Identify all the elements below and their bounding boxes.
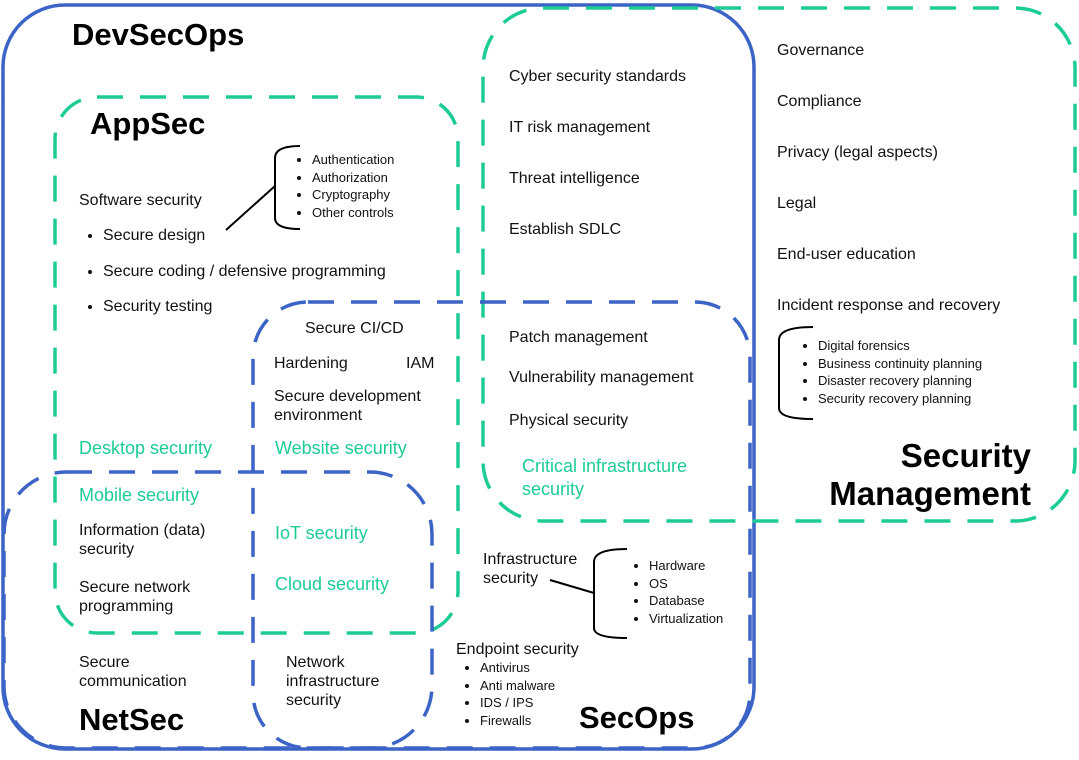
list-item: Secure coding / defensive programming: [103, 254, 386, 290]
list-item: Other controls: [312, 204, 394, 222]
secmgmt-item: Privacy (legal aspects): [777, 144, 938, 161]
desktop-security: Desktop security: [79, 438, 213, 458]
controls-connector: [225, 185, 276, 231]
endpoint-security: Endpoint security: [456, 641, 579, 658]
list-item: Disaster recovery planning: [818, 372, 982, 390]
incident-bracket: [778, 326, 814, 420]
controls-list: Authentication Authorization Cryptograph…: [291, 151, 394, 222]
information-security-line2: security: [79, 541, 135, 558]
secops-item: Establish SDLC: [509, 221, 622, 238]
iot-security: IoT security: [275, 523, 368, 543]
mobile-security: Mobile security: [79, 485, 200, 505]
secmgmt-item: Compliance: [777, 93, 862, 110]
iam: IAM: [406, 355, 435, 372]
list-item: Authentication: [312, 151, 394, 169]
list-item: Security testing: [103, 289, 386, 325]
appsec-title: AppSec: [90, 106, 206, 141]
controls-bracket: [274, 145, 301, 230]
secops-item: Cyber security standards: [509, 68, 686, 85]
secops-item: Vulnerability management: [509, 369, 694, 386]
list-item: Antivirus: [480, 659, 555, 677]
cloud-security: Cloud security: [275, 574, 390, 594]
secops-overlap-boundary: [251, 300, 752, 750]
net-infra-line3: security: [286, 692, 342, 709]
secure-comm-line1: Secure: [79, 654, 130, 671]
dev-env-line1: Secure development: [274, 388, 421, 405]
list-item: Anti malware: [480, 677, 555, 695]
secmgmt-title-line2: Management: [829, 475, 1031, 512]
secmgmt-item: Incident response and recovery: [777, 297, 1001, 314]
secure-comm-line2: communication: [79, 673, 187, 690]
secmgmt-item: Governance: [777, 42, 865, 59]
list-item: IDS / IPS: [480, 694, 555, 712]
infra-connector: [549, 579, 595, 594]
website-security: Website security: [275, 438, 407, 458]
secmgmt-item: End-user education: [777, 246, 916, 263]
devsecops-title: DevSecOps: [72, 17, 245, 52]
list-item: Digital forensics: [818, 337, 982, 355]
list-item: Firewalls: [480, 712, 555, 730]
list-item: Business continuity planning: [818, 355, 982, 373]
list-item: Authorization: [312, 169, 394, 187]
appsec-boundary: [53, 95, 460, 635]
list-item: Hardware: [649, 557, 723, 575]
critical-infra-line1: Critical infrastructure: [522, 456, 688, 476]
list-item: Database: [649, 592, 723, 610]
list-item: OS: [649, 575, 723, 593]
secops-item: Patch management: [509, 329, 648, 346]
netsec-boundary: [2, 470, 434, 750]
infra-security-line1: Infrastructure: [483, 551, 578, 568]
infra-bracket: [593, 548, 628, 639]
net-infra-line1: Network: [286, 654, 345, 671]
secops-title: SecOps: [579, 700, 695, 735]
secops-item: Threat intelligence: [509, 170, 640, 187]
list-item: Security recovery planning: [818, 390, 982, 408]
dev-env-line2: environment: [274, 407, 363, 424]
list-item: Secure design: [103, 218, 386, 254]
information-security-line1: Information (data): [79, 522, 206, 539]
secmgmt-title-line1: Security: [900, 437, 1031, 474]
endpoint-list: Antivirus Anti malware IDS / IPS Firewal…: [459, 659, 555, 730]
secops-item: Physical security: [509, 412, 629, 429]
secops-item: IT risk management: [509, 119, 651, 136]
netsec-title: NetSec: [79, 702, 185, 737]
list-item: Cryptography: [312, 186, 394, 204]
incident-list: Digital forensics Business continuity pl…: [797, 337, 982, 408]
network-programming-line2: programming: [79, 598, 174, 615]
security-management-boundary: [481, 6, 1077, 523]
software-security-label: Software security: [79, 192, 202, 209]
secure-cicd: Secure CI/CD: [305, 320, 404, 337]
network-programming-line1: Secure network: [79, 579, 191, 596]
software-security-list: Secure design Secure coding / defensive …: [82, 218, 386, 325]
infra-security-line2: security: [483, 570, 539, 587]
hardening: Hardening: [274, 355, 348, 372]
net-infra-line2: infrastructure: [286, 673, 380, 690]
secmgmt-item: Legal: [777, 195, 817, 212]
infra-list: Hardware OS Database Virtualization: [628, 557, 723, 628]
list-item: Virtualization: [649, 610, 723, 628]
critical-infra-line2: security: [522, 479, 585, 499]
